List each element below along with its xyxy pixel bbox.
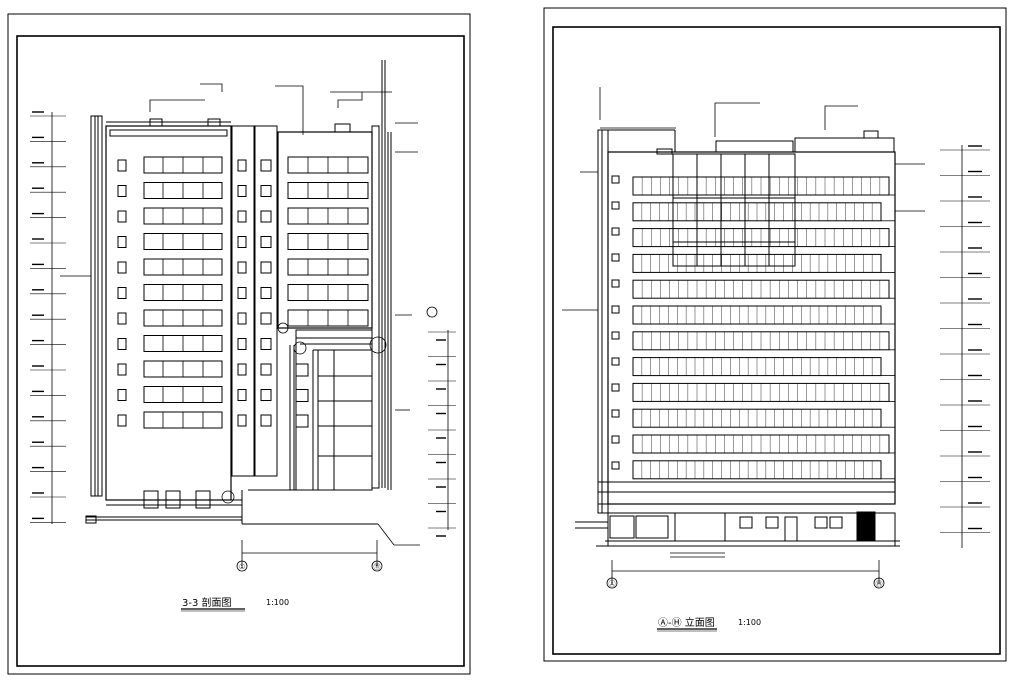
elevation-title: Ⓐ-Ⓗ 立面图 xyxy=(658,616,715,629)
window-small xyxy=(295,389,309,402)
sheet-inner-border xyxy=(16,35,465,667)
window-square xyxy=(611,331,620,340)
window-small xyxy=(237,261,247,274)
window-small xyxy=(295,363,309,377)
window-small xyxy=(117,185,127,197)
elevation-window-bands xyxy=(632,176,895,480)
section-building xyxy=(85,60,392,525)
window-small xyxy=(260,312,272,325)
left-level-marks xyxy=(30,111,66,524)
window-small xyxy=(260,338,272,350)
window-small xyxy=(260,414,272,427)
window-small xyxy=(260,363,272,376)
window-small xyxy=(237,236,247,248)
window-square xyxy=(611,201,620,210)
window-small xyxy=(260,287,272,299)
elevation-axis-right-label: Ⓗ xyxy=(876,580,883,588)
window-small xyxy=(117,261,127,274)
window-square xyxy=(611,253,620,262)
window-square xyxy=(611,227,620,236)
window-small xyxy=(117,338,127,350)
window-small xyxy=(117,389,127,401)
elevation-axis-left-label: Ⓐ xyxy=(609,580,616,588)
elevation-dimension xyxy=(611,552,880,583)
right-level-marks xyxy=(428,330,456,537)
elevation-axis-right: Ⓗ xyxy=(873,577,885,589)
sheet-outer-border xyxy=(7,13,471,675)
section-dimension xyxy=(241,523,420,566)
window-small xyxy=(237,414,247,427)
window-square xyxy=(611,435,620,444)
window-small xyxy=(117,312,127,325)
window-square xyxy=(611,409,620,418)
window-small xyxy=(260,210,272,223)
window-square xyxy=(611,357,620,366)
window-ground xyxy=(165,490,181,509)
window-square xyxy=(611,461,620,470)
sheet-inner-border xyxy=(552,26,1001,655)
elevation-scale: 1:100 xyxy=(738,618,761,627)
window-square xyxy=(611,279,620,288)
sheet-section: ① ⑪ 3-3 剖面图 1:100 xyxy=(7,13,471,675)
window-small xyxy=(117,236,127,248)
section-leaders xyxy=(60,83,438,504)
window-ground xyxy=(195,490,211,509)
window-small xyxy=(237,389,247,401)
window-ground xyxy=(143,490,159,509)
window-small xyxy=(237,185,247,197)
window-small xyxy=(117,287,127,299)
elevation-side-windows xyxy=(611,175,620,470)
window-small xyxy=(117,159,127,172)
window-small xyxy=(237,363,247,376)
section-title: 3-3 剖面图 xyxy=(182,596,232,609)
window-small xyxy=(117,414,127,427)
sheet-elevation: Ⓐ Ⓗ Ⓐ-Ⓗ 立面图 1:100 xyxy=(543,7,1007,662)
window-small xyxy=(260,261,272,274)
window-small xyxy=(260,185,272,197)
window-square xyxy=(611,175,620,184)
window-small xyxy=(260,236,272,248)
window-small xyxy=(260,159,272,172)
elevation-leaders xyxy=(562,87,925,311)
section-axis-right: ⑪ xyxy=(371,560,383,572)
window-square xyxy=(611,383,620,392)
section-windows xyxy=(117,156,369,509)
window-small xyxy=(260,389,272,401)
window-small xyxy=(295,414,309,428)
window-square xyxy=(611,305,620,314)
right-level-marks xyxy=(940,145,990,548)
elevation-axis-left: Ⓐ xyxy=(606,577,618,589)
section-axis-left: ① xyxy=(236,560,248,572)
section-axis-left-label: ① xyxy=(239,563,245,571)
window-small xyxy=(117,210,127,223)
section-scale: 1:100 xyxy=(266,598,289,607)
sheet-outer-border xyxy=(543,7,1007,662)
elevation-building xyxy=(575,129,900,547)
window-small xyxy=(237,287,247,299)
window-small xyxy=(237,338,247,350)
window-small xyxy=(237,312,247,325)
section-axis-right-label: ⑪ xyxy=(374,563,381,571)
window-small xyxy=(237,159,247,172)
window-small xyxy=(117,363,127,376)
window-small xyxy=(237,210,247,223)
